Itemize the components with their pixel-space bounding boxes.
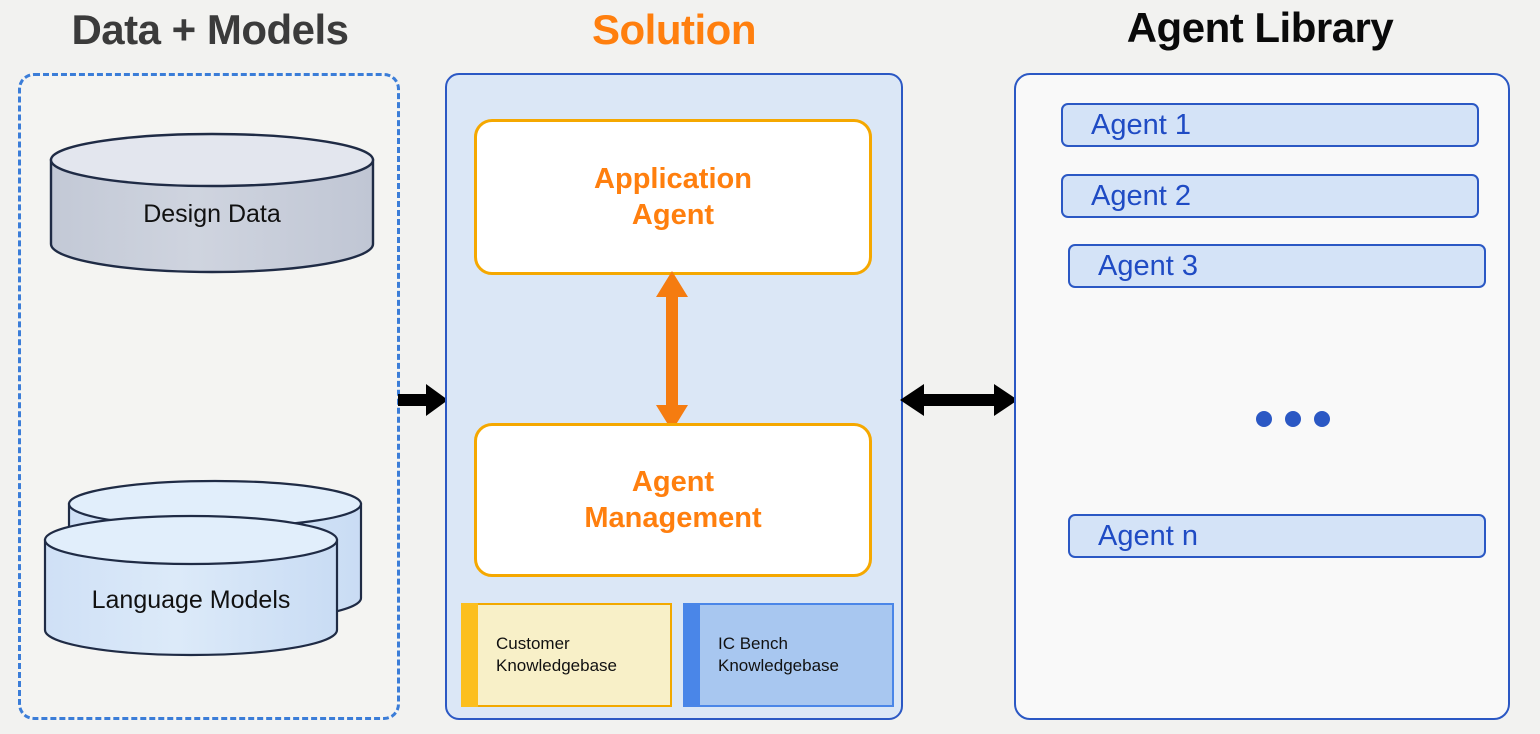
ic-bench-knowledgebase-box[interactable]: IC Bench Knowledgebase — [683, 603, 894, 707]
agent-list-item[interactable]: Agent 1 — [1061, 103, 1479, 147]
ellipsis-dot — [1314, 411, 1330, 427]
application-agent-box[interactable]: Application Agent — [474, 119, 872, 275]
agent-label: Agent n — [1098, 519, 1198, 552]
agent-list-item[interactable]: Agent 3 — [1068, 244, 1486, 288]
arrow-data-to-solution-icon — [398, 378, 448, 422]
data-models-panel: Design Data Language Models — [18, 73, 400, 720]
agent-label: Agent 2 — [1091, 179, 1191, 212]
ic-bench-knowledgebase-label: IC Bench Knowledgebase — [718, 633, 839, 675]
column-title-data-models: Data + Models — [71, 6, 349, 53]
ic-bench-knowledgebase-accent-bar — [683, 603, 700, 707]
ellipsis-dot — [1285, 411, 1301, 427]
design-data-cylinder: Design Data — [47, 132, 377, 287]
agent-list-item[interactable]: Agent n — [1068, 514, 1486, 558]
ellipsis-icon — [1256, 411, 1330, 427]
agent-label: Agent 1 — [1091, 108, 1191, 141]
customer-knowledgebase-label: Customer Knowledgebase — [496, 633, 617, 675]
arrow-application-to-management-icon — [644, 271, 700, 431]
ellipsis-dot — [1256, 411, 1272, 427]
application-agent-label: Application Agent — [594, 162, 752, 231]
design-data-label: Design Data — [143, 200, 281, 228]
ic-bench-knowledgebase-body: IC Bench Knowledgebase — [700, 603, 894, 707]
arrow-solution-to-library-icon — [900, 378, 1018, 422]
customer-knowledgebase-accent-bar — [461, 603, 478, 707]
agent-management-box[interactable]: Agent Management — [474, 423, 872, 577]
agent-list-item[interactable]: Agent 2 — [1061, 174, 1479, 218]
solution-panel: Application Agent Agent Management Custo… — [445, 73, 903, 720]
agent-management-label: Agent Management — [584, 465, 762, 534]
agent-label: Agent 3 — [1098, 249, 1198, 282]
language-models-label: Language Models — [92, 586, 291, 614]
customer-knowledgebase-body: Customer Knowledgebase — [478, 603, 672, 707]
language-models-cylinder: Language Models — [39, 478, 384, 673]
column-title-solution: Solution — [592, 6, 756, 53]
column-title-agent-library: Agent Library — [1126, 4, 1394, 51]
customer-knowledgebase-box[interactable]: Customer Knowledgebase — [461, 603, 672, 707]
agent-library-panel: Agent 1 Agent 2 Agent 3 Agent n — [1014, 73, 1510, 720]
